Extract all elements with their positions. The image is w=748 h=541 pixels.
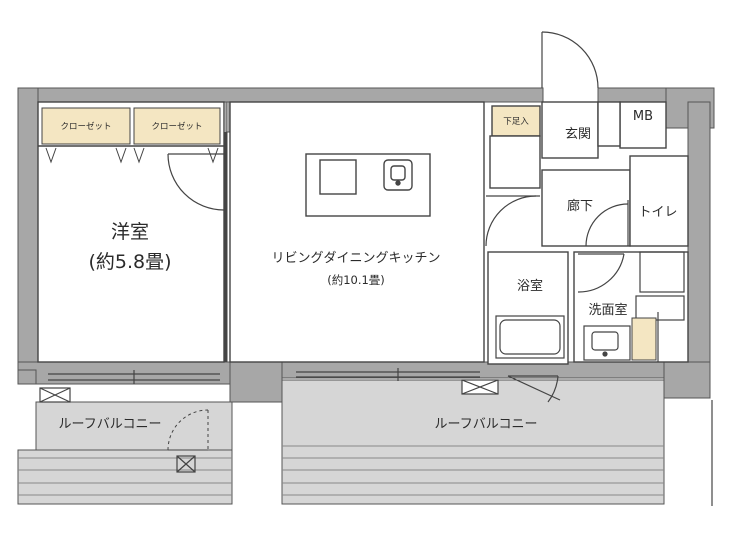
ldk-size: (約10.1畳) <box>327 273 385 287</box>
western-room-label: 洋室 <box>111 221 149 243</box>
ldk-label: リビングダイニングキッチン <box>271 251 440 266</box>
entrance-door <box>541 31 599 89</box>
balcony-right-stripes <box>282 445 664 496</box>
hallway-floor <box>541 169 631 247</box>
wall-right <box>687 101 711 399</box>
balcony-door <box>507 375 561 403</box>
sink-inner <box>390 165 406 181</box>
balcony-left-door <box>167 409 209 451</box>
wall-bottom-left <box>17 361 231 385</box>
wall-bottom-right <box>281 361 689 379</box>
hatch-box-right <box>461 379 499 395</box>
wall-right-bottom <box>663 361 711 399</box>
washroom-floor <box>573 251 689 363</box>
ldk-floor <box>229 101 485 363</box>
washroom-door <box>577 253 625 293</box>
balcony-left-floor <box>35 401 233 451</box>
wash-basin <box>583 325 631 361</box>
shoe-box-label: 下足入 <box>503 117 529 127</box>
counter <box>305 153 431 217</box>
closet-2 <box>133 107 221 145</box>
closets: クローゼット クローゼット <box>38 107 224 164</box>
balcony-right-label: ルーフバルコニー <box>435 417 538 432</box>
hatch-box-lower-left <box>176 455 196 473</box>
stove <box>319 159 357 195</box>
toilet-fixture <box>635 251 685 321</box>
closet-1-label: クローゼット <box>60 121 111 132</box>
kitchen-counter <box>305 153 431 217</box>
entrance-side <box>597 101 621 147</box>
wall-left-stub <box>17 369 37 385</box>
meter-box-label: MB <box>633 109 653 124</box>
hallway-label: 廊下 <box>567 198 593 214</box>
toilet-floor <box>629 155 689 247</box>
sink-drain <box>395 180 401 186</box>
balcony-right: ルーフバルコニー <box>281 379 665 505</box>
toilet-label: トイレ <box>638 205 677 220</box>
ldk-door <box>485 195 540 247</box>
wall-bottom-mid <box>229 361 283 403</box>
balcony-right-floor <box>281 379 665 505</box>
closet-doors <box>45 147 219 164</box>
bathroom-floor <box>487 251 569 365</box>
wall-left <box>17 87 39 371</box>
toilet-door <box>585 200 629 247</box>
right-rooms <box>487 101 689 365</box>
windows <box>48 368 480 384</box>
closet-2-label: クローゼット <box>151 121 202 132</box>
bathtub <box>495 315 565 359</box>
western-room-door <box>167 153 225 211</box>
sink-outer <box>383 159 413 191</box>
shoe-box <box>491 105 541 137</box>
mb-floor <box>619 101 667 149</box>
wall-top-left <box>17 87 544 103</box>
closet-1 <box>41 107 131 145</box>
balcony-left: ルーフバルコニー <box>17 401 233 505</box>
balcony-left-label: ルーフバルコニー <box>59 417 162 432</box>
hatch-box-left <box>39 387 71 403</box>
bathroom-label: 浴室 <box>517 278 543 294</box>
entrance-floor <box>541 101 599 159</box>
western-room-size: (約5.8畳) <box>88 251 171 273</box>
entrance-label: 玄関 <box>565 127 591 142</box>
shoe-box-lower <box>489 135 541 189</box>
washroom-label: 洗面室 <box>588 302 627 318</box>
washer-pan <box>631 317 657 361</box>
balcony-left-stripes <box>18 457 232 496</box>
